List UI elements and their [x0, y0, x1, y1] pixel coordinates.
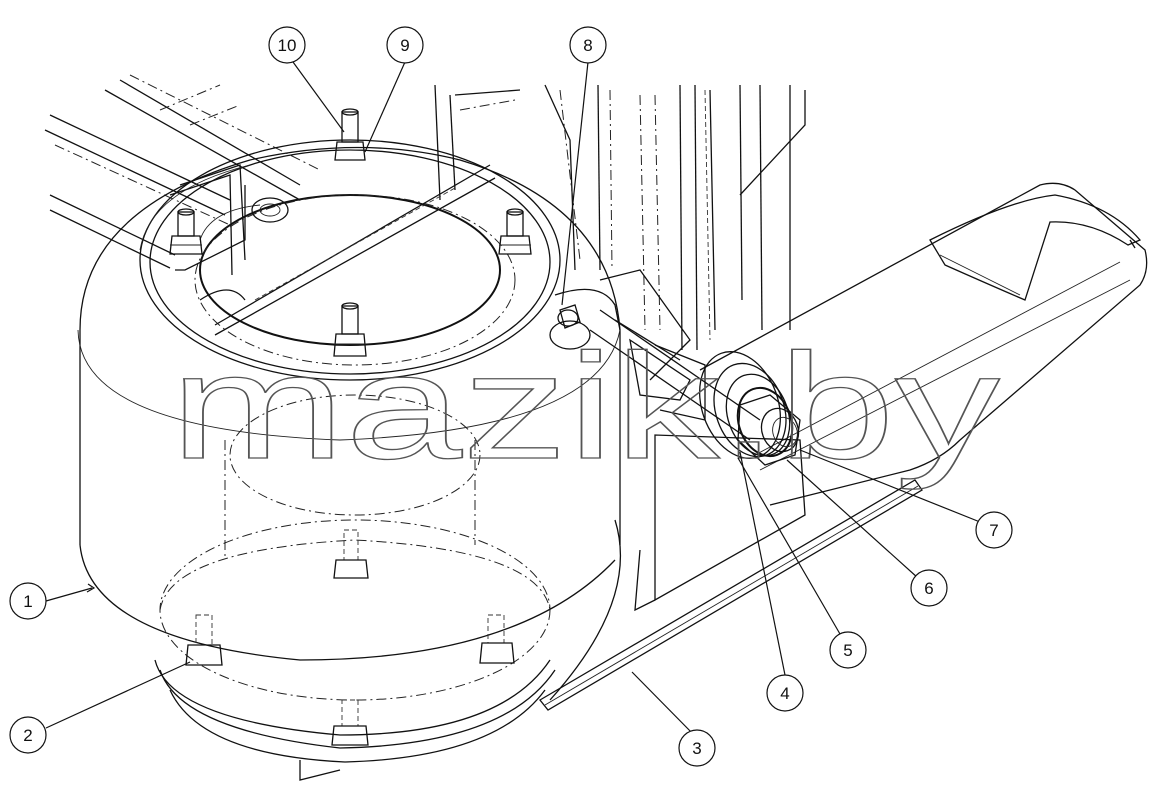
bolts — [169, 108, 532, 746]
svg-text:9: 9 — [400, 36, 409, 55]
callout-5: 5 — [829, 631, 867, 669]
bolt-bottom-left — [185, 614, 223, 666]
callout-9: 9 — [386, 26, 424, 64]
shaft-assembly — [549, 269, 801, 466]
bolt-bottom-center — [333, 529, 369, 579]
callout-7: 7 — [975, 511, 1013, 549]
svg-text:6: 6 — [924, 579, 933, 598]
svg-text:3: 3 — [692, 739, 701, 758]
bolt-bottom-right — [479, 614, 515, 664]
callout-10: 10 — [268, 26, 306, 64]
callout-2: 2 — [9, 716, 47, 754]
blade-arm — [539, 182, 1148, 711]
svg-text:7: 7 — [989, 521, 998, 540]
svg-text:2: 2 — [23, 726, 32, 745]
svg-text:10: 10 — [278, 36, 297, 55]
frame-structure — [44, 74, 806, 351]
callout-3: 3 — [678, 729, 716, 767]
bolt-top-left — [169, 208, 203, 255]
callout-8: 8 — [569, 26, 607, 64]
bolt-bottom-front — [331, 699, 369, 746]
callout-4: 4 — [766, 674, 804, 712]
svg-text:5: 5 — [843, 641, 852, 660]
svg-text:1: 1 — [23, 592, 32, 611]
bolt-top-front — [333, 302, 367, 357]
watermark: mazik.by — [170, 322, 1000, 490]
leader-lines — [45, 61, 981, 739]
svg-text:4: 4 — [780, 684, 789, 703]
callout-6: 6 — [910, 569, 948, 607]
callout-1: 1 — [9, 582, 47, 620]
bolt-top-right — [498, 208, 532, 255]
svg-text:8: 8 — [583, 36, 592, 55]
callouts: 1 2 3 4 5 6 7 8 — [9, 26, 1013, 767]
bolt-top-center — [334, 108, 366, 161]
